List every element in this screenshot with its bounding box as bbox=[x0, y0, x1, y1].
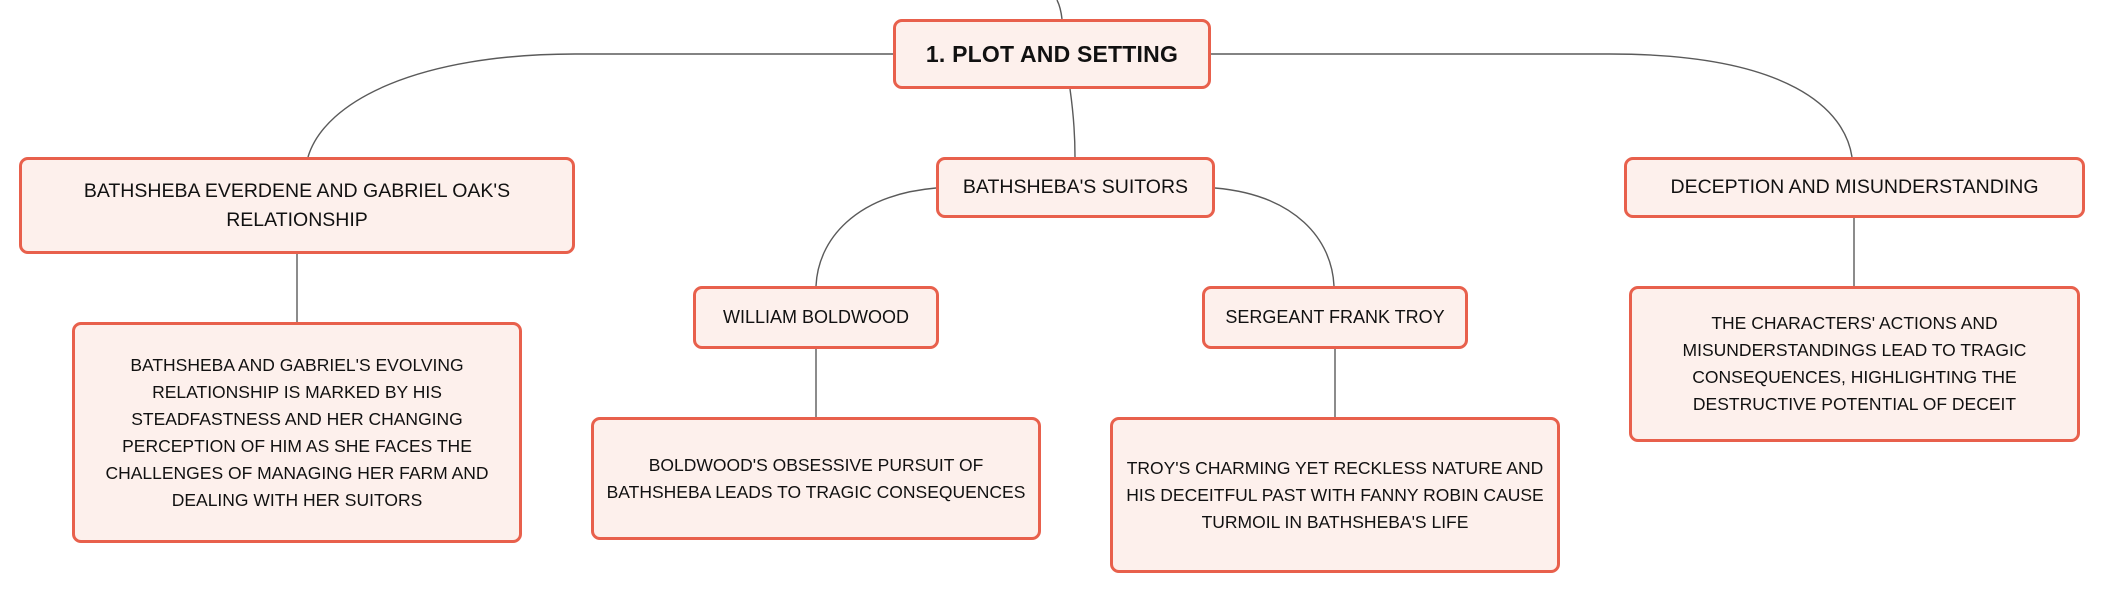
topic-node-suitors[interactable]: BATHSHEBA'S SUITORS bbox=[936, 157, 1215, 218]
root-node[interactable]: 1. PLOT AND SETTING bbox=[893, 19, 1211, 89]
connector-root-parent bbox=[1056, 0, 1063, 20]
subtopic-node-label: SERGEANT FRANK TROY bbox=[1225, 307, 1445, 327]
subtopic-node-boldwood[interactable]: WILLIAM BOLDWOOD bbox=[693, 286, 939, 349]
connector-root-topic3 bbox=[1211, 53, 1853, 158]
detail-node-relationship[interactable]: BATHSHEBA AND GABRIEL'S EVOLVING RELATIO… bbox=[72, 322, 522, 543]
topic-node-deception[interactable]: DECEPTION AND MISUNDERSTANDING bbox=[1624, 157, 2085, 218]
connector-root-topic1 bbox=[307, 53, 893, 158]
detail-node-boldwood[interactable]: BOLDWOOD'S OBSESSIVE PURSUIT OF BATHSHEB… bbox=[591, 417, 1041, 540]
detail-node-troy[interactable]: TROY'S CHARMING YET RECKLESS NATURE AND … bbox=[1110, 417, 1560, 573]
root-node-label: 1. PLOT AND SETTING bbox=[925, 40, 1179, 67]
detail-node-deception[interactable]: THE CHARACTERS' ACTIONS AND MISUNDERSTAN… bbox=[1629, 286, 2080, 442]
topic-node-label: BATHSHEBA'S SUITORS bbox=[962, 176, 1189, 198]
detail-node-text: THE CHARACTERS' ACTIONS AND MISUNDERSTAN… bbox=[1682, 313, 2027, 414]
topic-node-label: DECEPTION AND MISUNDERSTANDING bbox=[1670, 176, 2039, 198]
detail-node-text: BATHSHEBA AND GABRIEL'S EVOLVING RELATIO… bbox=[105, 354, 489, 510]
connector-root-topic2 bbox=[1069, 88, 1076, 158]
connector-topic2-sub1 bbox=[815, 187, 937, 287]
connector-topic2-sub2 bbox=[1214, 187, 1335, 287]
subtopic-node-troy[interactable]: SERGEANT FRANK TROY bbox=[1202, 286, 1468, 349]
subtopic-node-label: WILLIAM BOLDWOOD bbox=[722, 307, 910, 327]
topic-node-relationship[interactable]: BATHSHEBA EVERDENE AND GABRIEL OAK'S REL… bbox=[19, 157, 575, 254]
topic-node-label: BATHSHEBA EVERDENE AND GABRIEL OAK'S REL… bbox=[83, 179, 511, 231]
detail-node-text: TROY'S CHARMING YET RECKLESS NATURE AND … bbox=[1126, 457, 1544, 532]
detail-node-text: BOLDWOOD'S OBSESSIVE PURSUIT OF BATHSHEB… bbox=[606, 454, 1026, 502]
